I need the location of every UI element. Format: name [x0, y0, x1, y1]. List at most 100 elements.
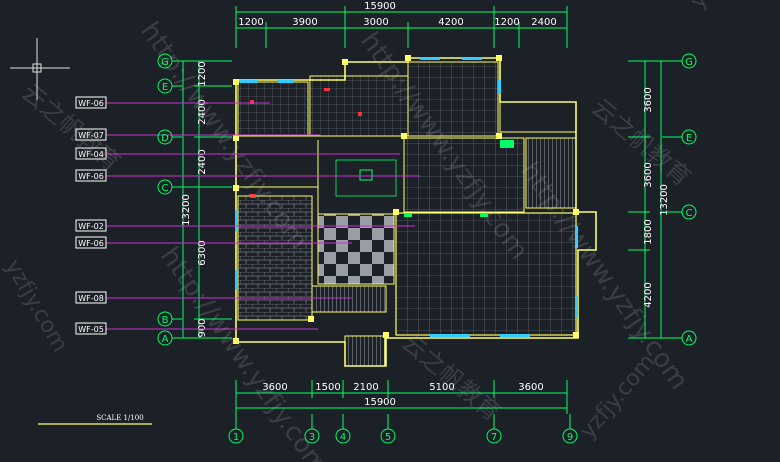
- svg-text:WF-02: WF-02: [78, 222, 104, 231]
- building-outline: [233, 55, 597, 367]
- room-porch: [344, 335, 386, 367]
- watermark-cn: 云之帆教育: [586, 93, 696, 192]
- bottom-dimension-chain: 3600 1500 2100 5100 3600 15900: [235, 380, 568, 414]
- right-dim-total: 13200: [659, 184, 670, 216]
- grid-bubble-left: C: [157, 179, 182, 195]
- svg-text:WF-04: WF-04: [78, 150, 104, 159]
- left-dim-seg: 900: [197, 318, 208, 337]
- grid-bubble-left: D: [157, 129, 182, 145]
- bottom-dim-seg: 5100: [429, 382, 454, 393]
- svg-text:5: 5: [385, 432, 391, 443]
- wall-finish-tags: WF-06 WF-07 WF-04 WF-06 WF-02 WF-06 WF-0…: [75, 96, 107, 335]
- wall-finish-tag[interactable]: WF-05: [75, 322, 107, 335]
- grid-bubble-right: E: [662, 129, 697, 145]
- svg-text:D: D: [161, 133, 169, 144]
- top-dim-seg: 2400: [531, 17, 556, 28]
- svg-text:WF-08: WF-08: [78, 294, 104, 303]
- grid-bubble-col: 9: [562, 414, 578, 444]
- scale-label: SCALE 1/100: [96, 414, 143, 422]
- top-dim-total: 15900: [364, 1, 396, 12]
- left-dim-total: 13200: [181, 194, 192, 226]
- top-dim-seg: 4200: [438, 17, 463, 28]
- svg-text:A: A: [686, 334, 693, 345]
- grid-bubble-col: 1: [228, 414, 244, 444]
- watermark-short: yzfjy.com: [575, 349, 660, 443]
- watermark-short: yzfjy.com: [0, 256, 73, 357]
- structural-columns: [233, 55, 579, 344]
- right-dim-seg: 3600: [643, 162, 654, 187]
- right-dim-seg: 3600: [643, 87, 654, 112]
- room-brick-terrace: [237, 195, 313, 321]
- grid-bubbles-left: G E D C B A: [157, 53, 182, 346]
- grid-bubble-left: G: [157, 53, 182, 69]
- grid-bubble-left: A: [157, 330, 182, 346]
- wall-finish-tag[interactable]: WF-07: [75, 128, 107, 141]
- svg-text:WF-07: WF-07: [78, 131, 104, 140]
- svg-text:E: E: [162, 82, 168, 93]
- grid-bubble-right: A: [668, 330, 697, 346]
- watermark-short: yzfjy.com: [685, 0, 770, 14]
- top-dim-seg: 1200: [238, 17, 263, 28]
- window-markers: [235, 57, 578, 337]
- room-garage: [525, 137, 577, 209]
- wall-finish-tag[interactable]: WF-06: [75, 169, 107, 182]
- room-stair-hall: [317, 213, 395, 285]
- room-bedroom-top-left: [237, 81, 309, 137]
- left-dimension-chain: 13200 1200 2400 2400 6300 900: [178, 60, 232, 339]
- grid-bubble-col: 3: [304, 414, 320, 444]
- grid-bubble-col: 7: [486, 414, 502, 444]
- svg-text:9: 9: [567, 432, 573, 443]
- top-dim-seg: 1200: [494, 17, 519, 28]
- bottom-dim-seg: 2100: [353, 382, 378, 393]
- wall-finish-tag[interactable]: WF-06: [75, 236, 107, 249]
- cad-crosshair-cursor: [10, 38, 70, 100]
- room-dining: [403, 137, 525, 213]
- svg-text:1: 1: [233, 432, 239, 443]
- wall-finish-tag[interactable]: WF-04: [75, 147, 107, 160]
- room-bathroom: [309, 75, 409, 137]
- fixture-markers: [250, 88, 514, 217]
- svg-text:B: B: [162, 315, 169, 326]
- room-entry-stairs: [311, 285, 387, 313]
- top-dimension-chain: 15900 1200 3900 3000 4200 1200 2400: [235, 1, 568, 48]
- right-dim-seg: 4200: [643, 282, 654, 307]
- watermark-cn: 云之帆教育: [396, 328, 506, 427]
- bottom-dim-seg: 3600: [262, 382, 287, 393]
- svg-text:3: 3: [309, 432, 315, 443]
- grid-bubble-col: 4: [335, 414, 351, 444]
- svg-text:E: E: [686, 133, 692, 144]
- grid-bubble-left: E: [157, 78, 182, 94]
- top-dim-seg: 3000: [363, 17, 388, 28]
- wall-finish-tag[interactable]: WF-06: [75, 96, 107, 109]
- top-dim-seg: 3900: [292, 17, 317, 28]
- grid-bubbles-bottom: 1 3 4 5 7 9: [228, 414, 578, 444]
- svg-text:WF-05: WF-05: [78, 325, 104, 334]
- left-dim-seg: 2400: [197, 149, 208, 174]
- grid-bubbles-right: G E C A: [662, 53, 697, 346]
- left-dim-seg: 2400: [197, 99, 208, 124]
- bottom-dim-seg: 1500: [315, 382, 340, 393]
- right-dim-seg: 1800: [643, 219, 654, 244]
- wall-finish-tag[interactable]: WF-08: [75, 291, 107, 304]
- room-kitchen: [407, 61, 499, 137]
- svg-text:4: 4: [340, 432, 346, 443]
- bottom-dim-total: 15900: [364, 397, 396, 408]
- svg-text:C: C: [162, 183, 169, 194]
- bottom-dim-seg: 3600: [518, 382, 543, 393]
- svg-text:WF-06: WF-06: [78, 239, 104, 248]
- grid-bubble-right: C: [662, 204, 697, 220]
- svg-text:7: 7: [491, 432, 497, 443]
- left-dim-seg: 6300: [197, 240, 208, 265]
- svg-text:G: G: [685, 57, 693, 68]
- wall-finish-tag[interactable]: WF-02: [75, 219, 107, 232]
- grid-bubble-col: 5: [380, 414, 396, 444]
- svg-text:WF-06: WF-06: [78, 172, 104, 181]
- scale-label-group: SCALE 1/100: [38, 414, 152, 425]
- svg-text:WF-06: WF-06: [78, 99, 104, 108]
- grid-bubble-right: G: [668, 53, 697, 69]
- right-dimension-chain: 3600 3600 1800 4200 13200: [628, 60, 670, 339]
- svg-text:G: G: [161, 57, 169, 68]
- svg-text:A: A: [162, 334, 169, 345]
